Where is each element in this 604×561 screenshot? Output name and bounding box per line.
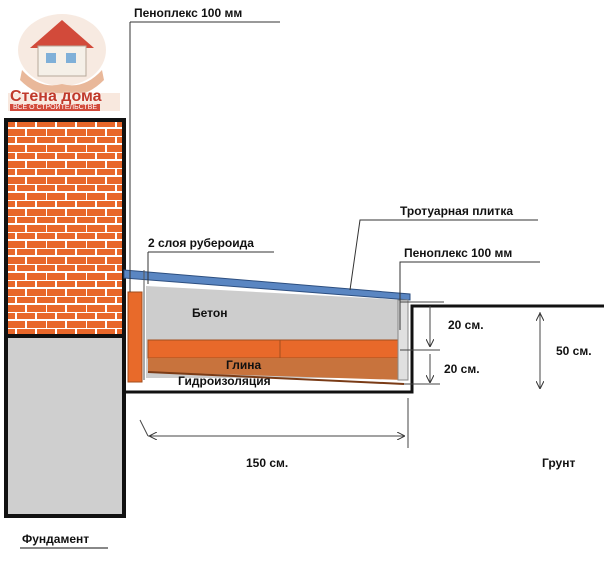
label-penoplex-right: Пеноплекс 100 мм xyxy=(404,246,513,260)
waterproofing-line xyxy=(147,371,405,385)
foundation-block xyxy=(4,334,126,518)
label-dim-20-upper: 20 см. xyxy=(448,318,484,332)
leader-paving xyxy=(349,219,538,291)
label-penoplex-top: Пеноплекс 100 мм xyxy=(134,6,243,20)
label-waterproofing: Гидроизоляция xyxy=(178,374,271,388)
clay-layer xyxy=(148,358,404,380)
label-ground: Грунт xyxy=(542,456,576,470)
label-dim-50: 50 см. xyxy=(556,344,592,358)
brick-wall xyxy=(4,118,126,338)
label-ruberoid: 2 слоя рубероида xyxy=(148,236,254,250)
label-foundation: Фундамент xyxy=(22,532,90,546)
leader-penoplex-right xyxy=(399,261,540,330)
penoplex-edge-insulation xyxy=(397,299,409,381)
label-paving-tiles: Тротуарная плитка xyxy=(400,204,513,218)
penoplex-wall-insulation xyxy=(127,291,143,383)
label-dim-150: 150 см. xyxy=(246,456,289,470)
pit-outline xyxy=(124,304,604,394)
label-clay: Глина xyxy=(226,358,262,372)
paving-tiles xyxy=(123,269,411,301)
logo-subtitle: ВСЁ О СТРОИТЕЛЬСТВЕ xyxy=(10,104,101,111)
label-dim-20-lower: 20 см. xyxy=(444,362,480,376)
clay-band xyxy=(147,339,405,359)
label-concrete: Бетон xyxy=(192,306,228,320)
logo-house-icon xyxy=(18,14,106,96)
logo-title: Стена дома xyxy=(10,88,102,105)
